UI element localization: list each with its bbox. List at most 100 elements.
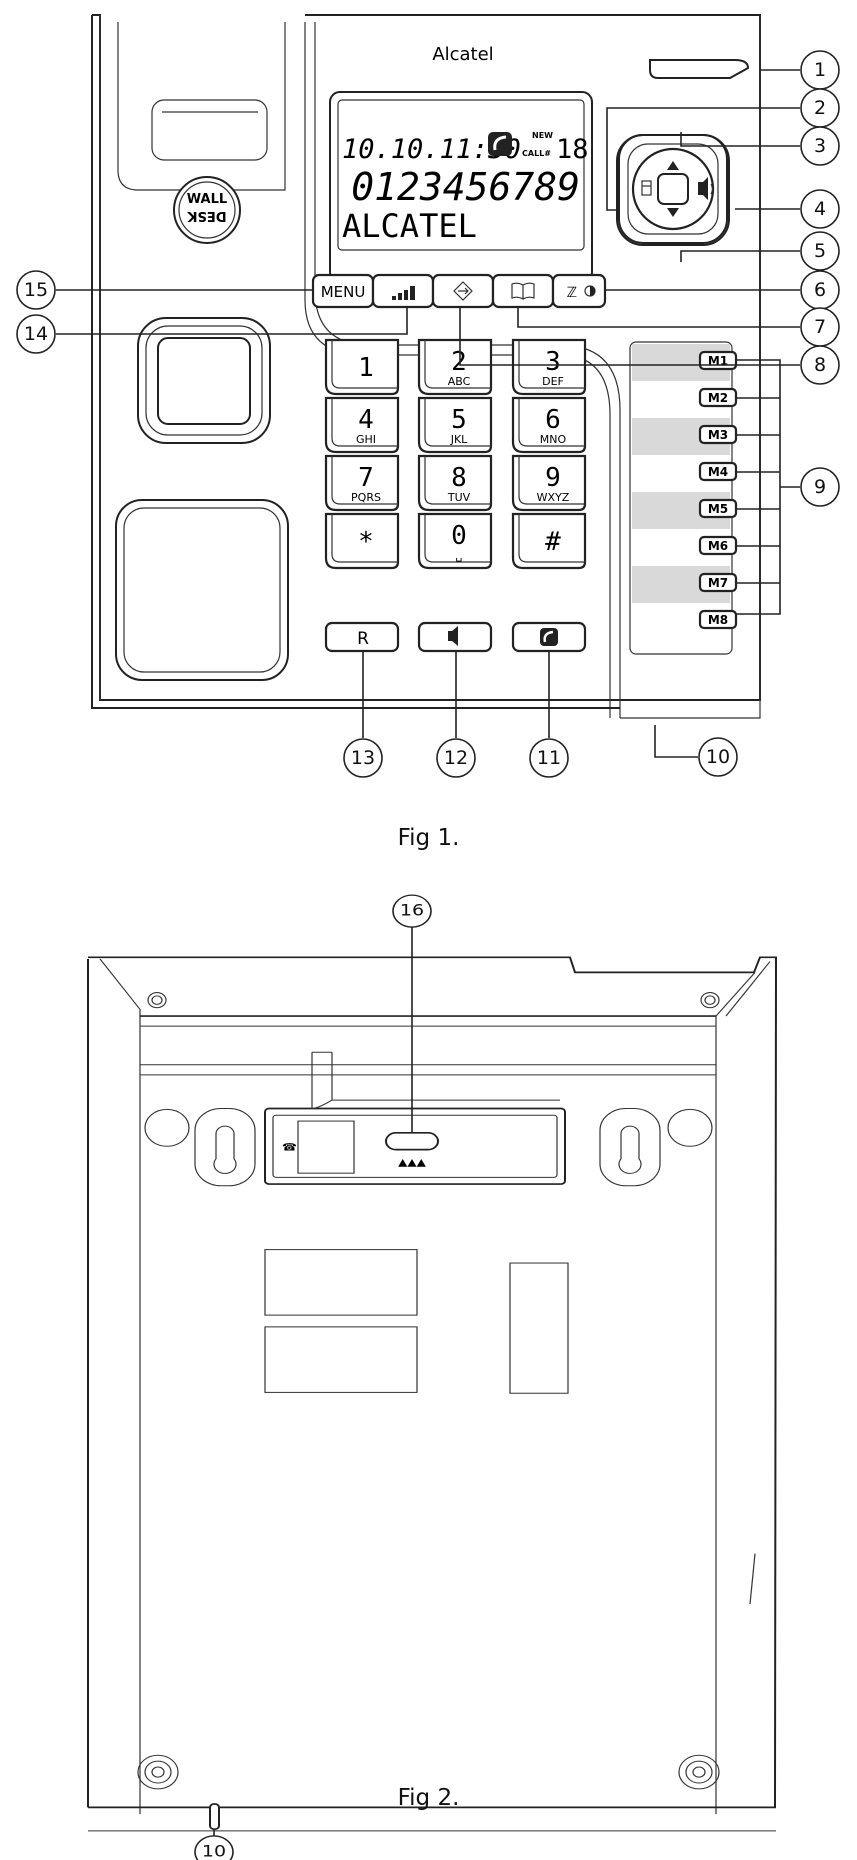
callout-number: 12 [444, 747, 468, 769]
foot-left [137, 1754, 179, 1790]
callout-number: 13 [351, 747, 375, 769]
key-digit: # [545, 527, 561, 557]
lcd-call-count: 18 [556, 134, 589, 165]
callout-number: 9 [814, 476, 826, 498]
lcd-display: 10.10.11:30 NEW CALL# 18 0123456789 ALCA… [329, 91, 593, 283]
key-letters: ABC [448, 375, 471, 388]
foot-right [678, 1754, 720, 1790]
arrow-down-icon [667, 208, 679, 217]
key-digit: 5 [451, 405, 467, 435]
handset-rest-lower [115, 499, 289, 681]
softkey-row: MENU ℤ [311, 273, 607, 309]
callout-7: 7 [517, 307, 840, 347]
memory-key-1[interactable]: M1 [698, 350, 738, 371]
ringer-volume-icon: ▲▲▲ [398, 1157, 426, 1169]
key-0[interactable]: 1 [324, 338, 400, 396]
recall-label: R [357, 629, 369, 649]
fig2-phone-back: ☎ ▲▲▲ [87, 956, 778, 1832]
memory-key-4[interactable]: M4 [698, 461, 738, 482]
fig2-caption: Fig 2. [397, 1785, 460, 1811]
wall-mount-hole-left [194, 1107, 256, 1187]
callout-number: 2 [814, 97, 826, 119]
brand-logo: Alcatel [432, 44, 493, 65]
key-digit: 7 [358, 463, 374, 493]
memory-key-8[interactable]: M8 [698, 609, 738, 630]
callout-number: 14 [24, 323, 48, 345]
handset-rest-upper [137, 317, 271, 444]
callout-16: 16 [392, 894, 432, 1133]
volume-button[interactable] [371, 273, 435, 309]
memory-key-3[interactable]: M3 [698, 424, 738, 445]
desk-label: DESK [187, 208, 227, 223]
mute-contrast-button[interactable] [551, 273, 607, 309]
callout-number: 5 [814, 240, 826, 262]
key-digit: 9 [545, 463, 561, 493]
callout-12: 12 [436, 651, 476, 778]
fig1-caption: Fig 1. [397, 825, 460, 851]
lcd-call-label: CALL# [522, 149, 551, 158]
callout-number: 4 [814, 198, 826, 220]
callout-3: 3 [680, 126, 840, 166]
bottom-keys: R [324, 621, 587, 653]
svg-text:ℤ: ℤ [567, 285, 577, 301]
navigation-pad[interactable] [616, 134, 730, 246]
speaker-icon [448, 626, 458, 646]
callout-9: 9 [736, 359, 840, 615]
callout-number: 10 [202, 1843, 226, 1860]
key-10[interactable]: 0␣ [417, 512, 493, 570]
recall-button[interactable] [324, 621, 400, 653]
key-letters: MNO [540, 433, 567, 446]
callout-11: 11 [529, 651, 569, 778]
key-9[interactable]: * [324, 512, 400, 570]
menu-label: MENU [321, 283, 366, 301]
key-letters: ␣ [456, 549, 463, 562]
key-digit: 6 [545, 405, 561, 435]
memory-key-label: M7 [708, 576, 728, 590]
memory-key-label: M2 [708, 391, 728, 405]
fig1-phone-front: WALL DESK Alcatel 10.10.11:30 NEW CALL# [91, 14, 761, 719]
ringer-switch[interactable] [385, 1132, 439, 1151]
memory-key-label: M3 [708, 428, 728, 442]
memory-key-5[interactable]: M5 [698, 498, 738, 519]
callout-number: 7 [814, 316, 826, 338]
memory-key-label: M4 [708, 465, 728, 479]
callout-4: 4 [735, 189, 840, 229]
wall-desk-tab[interactable]: WALL DESK [173, 176, 241, 244]
mute-contrast-icon: ℤ [567, 285, 596, 301]
lcd-number: 0123456789 [351, 165, 580, 209]
callout-number: 6 [814, 279, 826, 301]
callout-number: 10 [706, 746, 730, 768]
lcd-name: ALCATEL [342, 207, 477, 245]
memory-key-2[interactable]: M2 [698, 387, 738, 408]
callout-14: 14 [16, 307, 408, 354]
key-digit: 0 [451, 521, 467, 551]
lcd-new-label: NEW [532, 131, 553, 140]
callout-number: 16 [400, 902, 424, 920]
memory-key-6[interactable]: M6 [698, 535, 738, 556]
callout-2: 2 [606, 88, 840, 211]
hook-switch-clip[interactable] [649, 59, 750, 79]
arrow-up-icon [667, 161, 679, 170]
wall-mount-hole-right [599, 1107, 661, 1187]
key-digit: 8 [451, 463, 467, 493]
memory-key-7[interactable]: M7 [698, 572, 738, 593]
callout-number: 3 [814, 135, 826, 157]
callout-10: 10 [654, 725, 738, 777]
key-digit: 3 [545, 347, 561, 377]
key-letters: JKL [450, 433, 468, 446]
key-11[interactable]: # [511, 512, 587, 570]
book-icon [511, 282, 535, 300]
memory-key-label: M8 [708, 613, 728, 627]
